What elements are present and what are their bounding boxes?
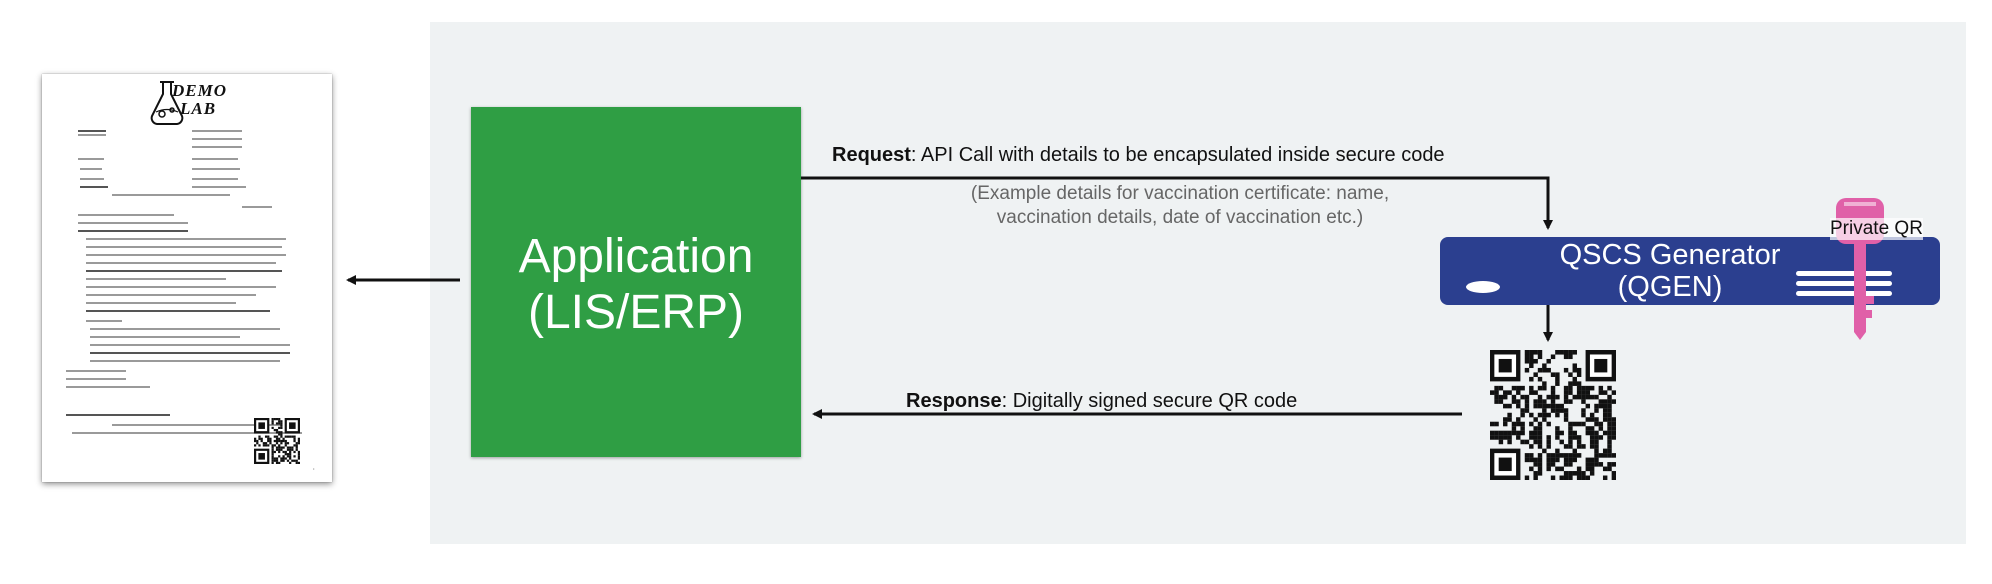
report-text-line [86,310,270,312]
report-text-line [90,336,240,338]
report-text-line [112,424,282,426]
request-label-bold: Request [832,144,911,166]
report-text-line [66,370,126,372]
request-label: Request: API Call with details to be enc… [832,144,1445,167]
report-text-line [90,344,290,346]
server-slot-icon [1466,281,1500,293]
report-text-line [80,186,108,188]
report-text-line [72,432,302,434]
report-text-line [78,158,104,160]
report-text-line [78,222,188,224]
server-stripe-icon [1796,271,1892,276]
lab-logo-text: DEMO LAB [172,82,227,118]
response-label-text: : Digitally signed secure QR code [1001,390,1298,412]
report-text-line [192,138,242,140]
report-text-line [86,278,226,280]
generator-title: QSCS Generator [1559,239,1781,271]
report-text-line [192,186,246,188]
report-text-line [86,286,276,288]
report-text-line [86,246,282,248]
request-note: (Example details for vaccination certifi… [910,182,1450,230]
report-text-line [86,270,282,272]
application-box: Application (LIS/ERP) [471,107,801,457]
report-text-line [90,328,280,330]
report-text-line [192,158,238,160]
report-text-line [90,352,290,354]
report-text-line [90,360,280,362]
report-text-line [78,230,188,232]
report-text-line [80,178,104,180]
report-text-line [192,130,242,132]
report-text-line [86,254,286,256]
private-qr-label: Private QR [1830,218,1923,240]
report-page-mark: · [312,466,316,473]
server-stripe-icon [1796,281,1892,286]
application-subtitle: (LIS/ERP) [527,286,745,339]
response-label: Response: Digitally signed secure QR cod… [906,390,1297,413]
report-text-line [242,206,272,208]
generator-subtitle: (QGEN) [1617,271,1723,303]
report-text-line [192,146,242,148]
logo-line-1: DEMO [172,81,228,100]
report-text-line [192,168,240,170]
report-text-line [86,238,286,240]
request-note-line-1: (Example details for vaccination certifi… [970,183,1390,204]
secure-qr-code-icon [1490,350,1616,480]
logo-line-2: LAB [180,99,217,118]
lab-report-document: DEMO LAB · [42,74,332,482]
report-text-line [78,214,174,216]
request-note-line-2: vaccination details, date of vaccination… [996,207,1364,228]
report-text-line [78,134,106,136]
report-qr-code-icon [254,418,300,464]
application-title: Application [518,230,754,283]
report-text-line [86,320,122,322]
response-label-bold: Response [906,390,1002,412]
flask-logo-icon [150,81,184,125]
report-text-line [66,386,150,388]
report-text-line [86,302,236,304]
report-text-line [86,294,256,296]
report-text-line [86,262,276,264]
request-label-text: : API Call with details to be encapsulat… [910,144,1445,166]
report-text-line [78,130,106,132]
report-text-line [80,168,102,170]
report-text-line [192,178,238,180]
report-text-line [66,378,126,380]
request-arrow [801,176,1553,230]
report-text-line [112,194,230,196]
report-text-line [66,414,170,416]
server-stripe-icon [1796,291,1892,296]
